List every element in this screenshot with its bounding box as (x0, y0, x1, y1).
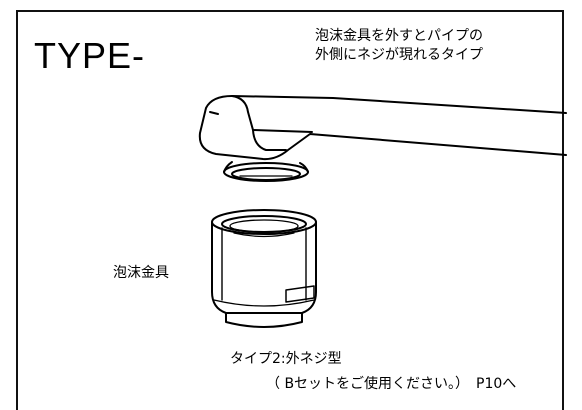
description-line-1: 泡沫金具を外すとパイプの (315, 28, 483, 44)
faucet-spout (198, 95, 567, 161)
set-instruction-caption: （ Bセットをご使用ください。） P10へ (266, 376, 517, 392)
type-title: TYPE- (34, 35, 146, 76)
description-line-2: 外側にネジが現れるタイプ (315, 47, 483, 63)
aerator-part (211, 209, 317, 328)
exposed-thread (223, 161, 309, 182)
type-caption: タイプ2:外ネジ型 (230, 351, 342, 367)
diagram-frame (16, 10, 564, 410)
aerator-label: 泡沫金具 (113, 265, 169, 281)
